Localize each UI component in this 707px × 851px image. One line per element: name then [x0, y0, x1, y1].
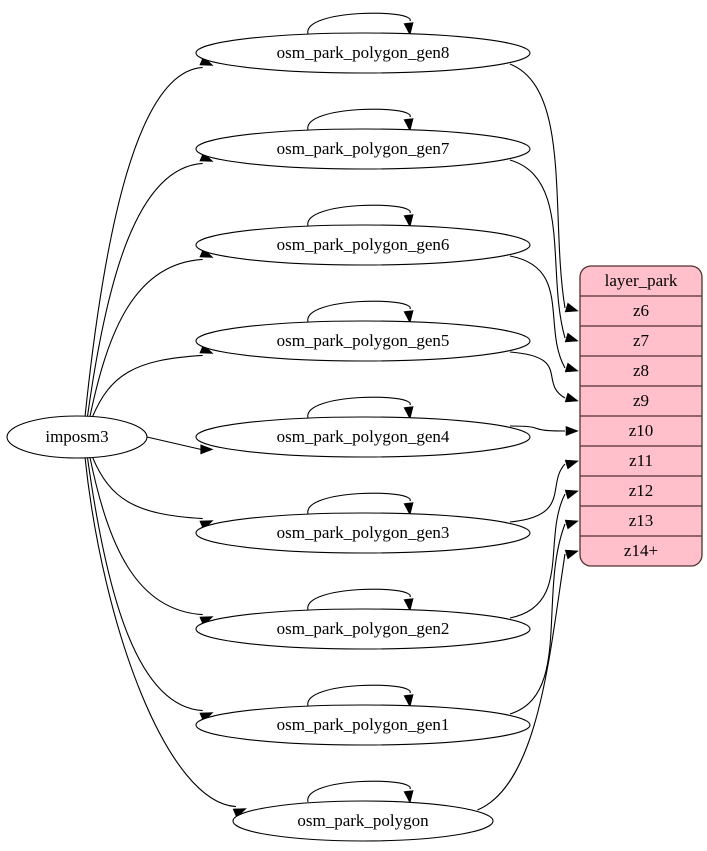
- node-osm_park_polygon_gen6-label: osm_park_polygon_gen6: [277, 235, 450, 254]
- table-row-z8[interactable]: z8: [633, 361, 649, 380]
- edge-osm_park_polygon_gen2-to-z12: [509, 493, 566, 619]
- table-row-z7[interactable]: z7: [633, 331, 650, 350]
- edge-imposm3-to-osm_park_polygon_gen4: [146, 436, 201, 450]
- self-loop-arrow-osm_park_polygon_gen4: [403, 406, 414, 420]
- node-imposm3-label: imposm3: [45, 427, 108, 446]
- node-osm_park_polygon_gen2[interactable]: [195, 608, 531, 650]
- node-osm_park_polygon_gen7[interactable]: [195, 128, 531, 170]
- node-osm_park_polygon_gen3[interactable]: [195, 512, 531, 554]
- edges-layer: [84, 12, 579, 819]
- edge-arrow-osm_park_polygon-z14plus: [564, 549, 579, 560]
- edge-osm_park_polygon_gen5-to-z9: [509, 351, 566, 399]
- table-row-z9[interactable]: z9: [633, 391, 649, 410]
- edge-imposm3-to-osm_park_polygon: [84, 456, 237, 808]
- edge-osm_park_polygon_gen8-to-z6: [509, 63, 566, 309]
- self-loop-osm_park_polygon_gen2: [307, 588, 411, 611]
- edge-osm_park_polygon_gen6-to-z8: [509, 255, 566, 369]
- self-loop-arrow-osm_park_polygon_gen3: [403, 502, 414, 516]
- edge-arrow-osm_park_polygon_gen1-z13: [564, 519, 579, 530]
- table-row-z6[interactable]: z6: [633, 301, 649, 320]
- node-osm_park_polygon_gen8-label: osm_park_polygon_gen8: [277, 43, 450, 62]
- self-loop-arrow-osm_park_polygon_gen5: [403, 310, 414, 324]
- node-osm_park_polygon_gen8[interactable]: [195, 32, 531, 74]
- edge-imposm3-to-osm_park_polygon_gen8: [84, 66, 203, 418]
- self-loop-osm_park_polygon_gen6: [307, 204, 411, 227]
- node-osm_park_polygon_gen6[interactable]: [195, 224, 531, 266]
- self-loop-osm_park_polygon_gen1: [307, 684, 411, 707]
- edge-arrow-osm_park_polygon_gen7-z7: [564, 332, 579, 343]
- node-osm_park_polygon_gen5[interactable]: [195, 320, 531, 362]
- node-osm_park_polygon_gen1-label: osm_park_polygon_gen1: [277, 715, 450, 734]
- self-loop-arrow-osm_park_polygon_gen2: [403, 598, 414, 612]
- self-loop-osm_park_polygon_gen5: [307, 300, 411, 323]
- node-osm_park_polygon[interactable]: [232, 800, 494, 842]
- node-osm_park_polygon-label: osm_park_polygon: [297, 811, 429, 830]
- node-osm_park_polygon_gen3-label: osm_park_polygon_gen3: [277, 523, 450, 542]
- node-imposm3[interactable]: [6, 415, 148, 459]
- layer-park-table-header: layer_park: [605, 271, 678, 290]
- edge-arrow-osm_park_polygon_gen8-z6: [564, 302, 579, 313]
- layer-park-table[interactable]: layer_park z6 z7 z8 z9 z10 z11 z12 z13 z14+: [579, 265, 703, 567]
- edge-imposm3-to-osm_park_polygon_gen3: [91, 456, 203, 520]
- node-osm_park_polygon_gen2-label: osm_park_polygon_gen2: [277, 619, 450, 638]
- node-osm_park_polygon_gen1[interactable]: [195, 704, 531, 746]
- edge-imposm3-to-osm_park_polygon_gen7: [86, 162, 203, 418]
- edge-arrow-osm_park_polygon_gen6-z8: [564, 362, 579, 373]
- table-row-z13[interactable]: z13: [629, 511, 654, 530]
- node-osm_park_polygon_gen5-label: osm_park_polygon_gen5: [277, 331, 450, 350]
- table-row-z11[interactable]: z11: [629, 451, 653, 470]
- self-loop-arrow-osm_park_polygon: [403, 790, 414, 804]
- edge-imposm3-to-osm_park_polygon_gen1: [86, 456, 203, 712]
- table-row-z12[interactable]: z12: [629, 481, 654, 500]
- node-osm_park_polygon_gen4[interactable]: [195, 416, 531, 458]
- self-loop-arrow-osm_park_polygon_gen8: [403, 22, 414, 36]
- table-row-z10[interactable]: z10: [629, 421, 654, 440]
- self-loop-osm_park_polygon: [307, 780, 411, 803]
- table-row-z14plus[interactable]: z14+: [624, 541, 658, 560]
- self-loop-osm_park_polygon_gen7: [307, 108, 411, 131]
- nodes-layer: imposm3 osm_park_polygon_gen8 osm_park_pol…: [6, 32, 531, 842]
- edge-osm_park_polygon_gen7-to-z7: [509, 159, 566, 339]
- edge-arrow-imposm3-osm_park_polygon: [232, 808, 247, 819]
- edge-osm_park_polygon_gen4-to-z10: [509, 425, 566, 432]
- edge-osm_park_polygon_gen3-to-z11: [509, 463, 566, 523]
- edge-osm_park_polygon_gen1-to-z13: [509, 523, 566, 715]
- edge-arrow-osm_park_polygon_gen5-z9: [564, 392, 579, 403]
- self-loop-arrow-osm_park_polygon_gen1: [403, 694, 414, 708]
- self-loop-osm_park_polygon_gen8: [307, 12, 411, 35]
- self-loop-arrow-osm_park_polygon_gen6: [403, 214, 414, 228]
- self-loop-osm_park_polygon_gen3: [307, 492, 411, 515]
- edge-imposm3-to-osm_park_polygon_gen2: [89, 456, 203, 616]
- edge-arrow-imposm3-osm_park_polygon_gen4: [200, 444, 214, 455]
- edge-arrow-osm_park_polygon_gen4-z10: [565, 425, 579, 437]
- self-loop-arrow-osm_park_polygon_gen7: [403, 118, 414, 132]
- edge-imposm3-to-osm_park_polygon_gen5: [91, 354, 203, 418]
- self-loop-osm_park_polygon_gen4: [307, 396, 411, 419]
- edge-imposm3-to-osm_park_polygon_gen6: [89, 258, 203, 418]
- node-osm_park_polygon_gen7-label: osm_park_polygon_gen7: [277, 139, 450, 158]
- edge-arrow-osm_park_polygon_gen3-z11: [564, 459, 579, 470]
- node-osm_park_polygon_gen4-label: osm_park_polygon_gen4: [277, 427, 450, 446]
- edge-arrow-osm_park_polygon_gen2-z12: [564, 489, 579, 500]
- edge-osm_park_polygon-to-z14plus: [477, 553, 566, 811]
